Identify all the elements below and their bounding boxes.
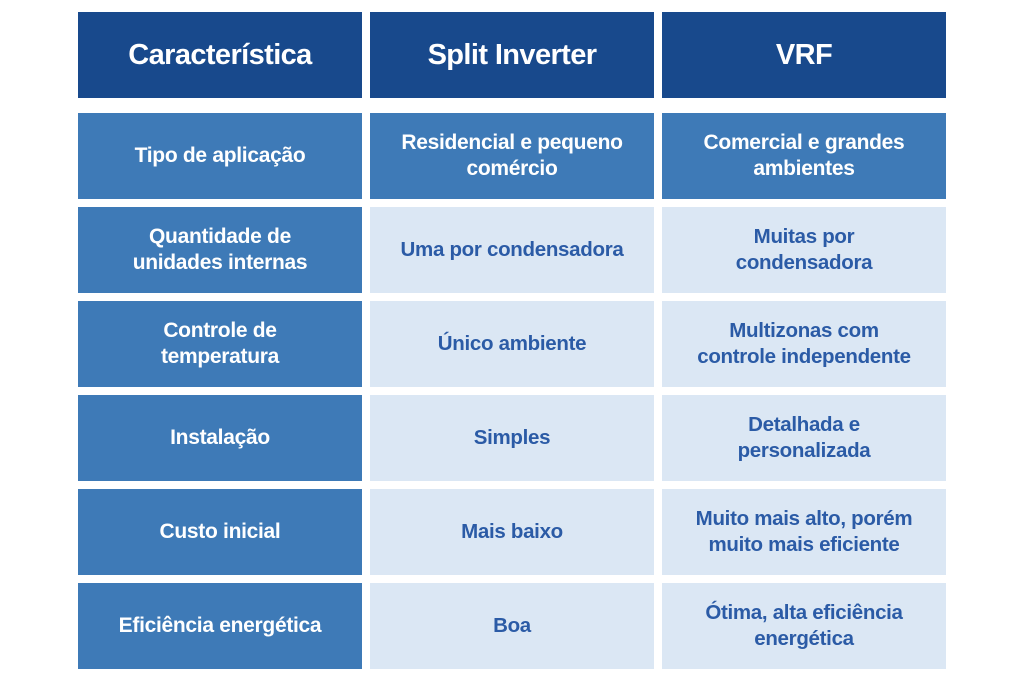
split-cell-quantidade-unidades: Uma por condensadora (370, 207, 654, 293)
feature-cell-tipo-de-aplicacao: Tipo de aplicação (78, 113, 362, 199)
header-cell-caracteristica: Característica (78, 12, 362, 98)
feature-cell-instalacao: Instalação (78, 395, 362, 481)
vrf-cell-eficiencia-energetica: Ótima, alta eficiência energética (662, 583, 946, 669)
split-cell-tipo-de-aplicacao: Residencial e pequeno comércio (370, 113, 654, 199)
vrf-cell-tipo-de-aplicacao: Comercial e grandes ambientes (662, 113, 946, 199)
feature-cell-quantidade-unidades: Quantidade de unidades internas (78, 207, 362, 293)
feature-cell-custo-inicial: Custo inicial (78, 489, 362, 575)
split-cell-eficiencia-energetica: Boa (370, 583, 654, 669)
comparison-table: Característica Split Inverter VRF Tipo d… (78, 12, 946, 669)
vrf-cell-controle-temperatura: Multizonas com controle independente (662, 301, 946, 387)
split-cell-controle-temperatura: Único ambiente (370, 301, 654, 387)
vrf-cell-instalacao: Detalhada e personalizada (662, 395, 946, 481)
header-cell-split-inverter: Split Inverter (370, 12, 654, 98)
split-cell-custo-inicial: Mais baixo (370, 489, 654, 575)
feature-cell-controle-temperatura: Controle de temperatura (78, 301, 362, 387)
header-cell-vrf: VRF (662, 12, 946, 98)
feature-cell-eficiencia-energetica: Eficiência energética (78, 583, 362, 669)
vrf-cell-custo-inicial: Muito mais alto, porém muito mais eficie… (662, 489, 946, 575)
split-cell-instalacao: Simples (370, 395, 654, 481)
vrf-cell-quantidade-unidades: Muitas por condensadora (662, 207, 946, 293)
